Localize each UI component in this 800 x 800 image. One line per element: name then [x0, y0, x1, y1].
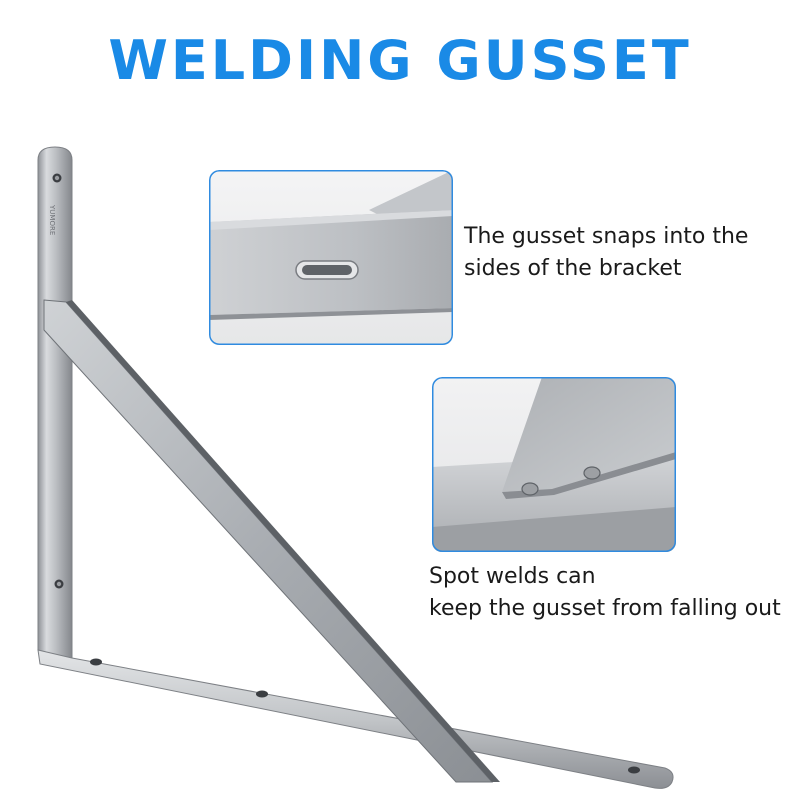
horizontal-arm — [37, 649, 674, 789]
mounting-hole — [256, 690, 268, 698]
page-title: WELDING GUSSET — [108, 29, 692, 92]
mounting-hole — [54, 579, 64, 589]
caption-line: keep the gusset from falling out — [429, 596, 781, 621]
mounting-hole — [628, 766, 640, 774]
caption-line: Spot welds can — [429, 564, 596, 589]
spot-weld — [521, 482, 539, 496]
snap-caption: The gusset snaps into the sides of the b… — [464, 221, 748, 285]
weld-caption: Spot welds can keep the gusset from fall… — [429, 561, 781, 625]
snap-detail-inset — [209, 170, 453, 345]
vertical-arm — [37, 146, 73, 661]
caption-line: The gusset snaps into the — [464, 224, 749, 249]
bracket-engraving: YUMORE — [48, 204, 56, 235]
spot-weld — [583, 466, 601, 480]
mounting-hole — [52, 173, 62, 183]
caption-line: sides of the bracket — [464, 256, 682, 281]
weld-detail-inset — [432, 377, 676, 552]
diagonal-gusset — [43, 299, 494, 783]
mounting-hole — [90, 658, 102, 666]
